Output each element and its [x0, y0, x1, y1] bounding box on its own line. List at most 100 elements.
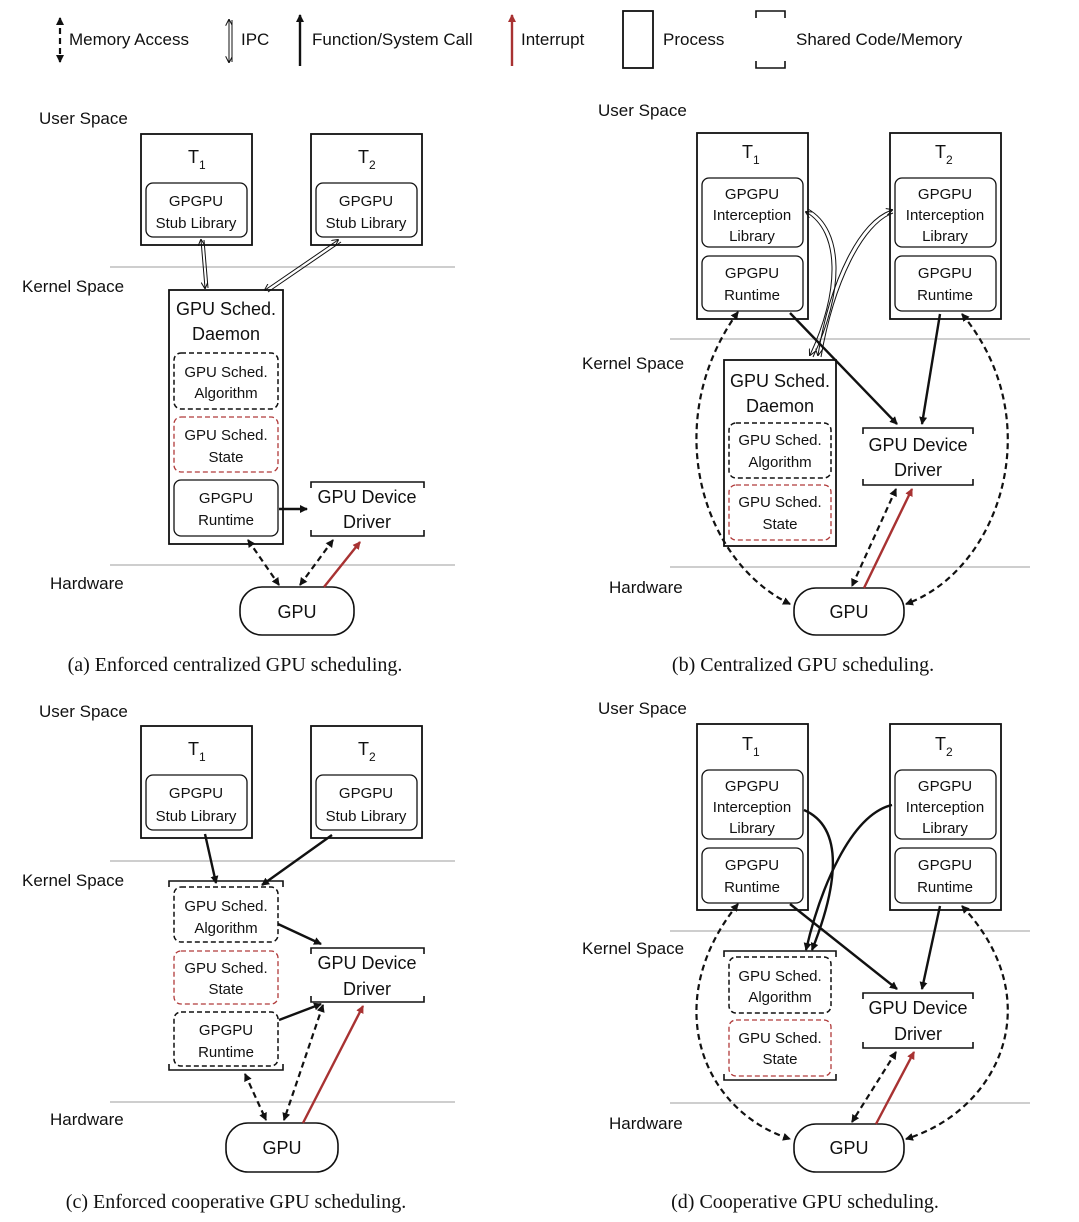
- caption-b: (b) Centralized GPU scheduling.: [672, 654, 934, 676]
- kernel-space-label: Kernel Space: [582, 939, 684, 958]
- driver-gpu-memory-access: [850, 488, 898, 587]
- process-t2: T 2 GPGPU Stub Library: [310, 133, 423, 246]
- sched-algorithm-title: GPU Sched.: [184, 898, 267, 915]
- gpgpu-label: GPGPU: [725, 857, 779, 874]
- ipc-t1-daemon: [201, 240, 209, 288]
- process-t1: T 1 GPGPU Stub Library: [140, 725, 253, 839]
- process-t2: T 2 GPGPU Stub Library: [310, 725, 423, 839]
- user-space-label: User Space: [598, 101, 687, 120]
- ipc-t2-daemon: [265, 240, 342, 293]
- gpu-sched-label: GPU Sched.: [730, 371, 830, 391]
- algorithm-label: Algorithm: [748, 454, 811, 471]
- runtime-label: Runtime: [917, 287, 973, 304]
- t1-runtime-to-driver-call: [789, 312, 898, 425]
- gpgpu-label: GPGPU: [918, 857, 972, 874]
- state-label: State: [208, 449, 243, 466]
- legend-process-box: [622, 10, 654, 69]
- process-name-t1: T: [188, 147, 199, 167]
- sched-state-title: GPU Sched.: [184, 960, 267, 977]
- t1-runtime-gpu-memory-access: [695, 311, 791, 605]
- gpu-device-label: GPU Device: [868, 435, 967, 455]
- caption-a: (a) Enforced centralized GPU scheduling.: [68, 654, 403, 676]
- runtime-label: Runtime: [724, 879, 780, 896]
- process-name-t2: T: [935, 734, 946, 754]
- runtime-label: Runtime: [917, 879, 973, 896]
- daemon-label: Daemon: [192, 324, 260, 344]
- caption-c: (c) Enforced cooperative GPU scheduling.: [66, 1191, 406, 1213]
- gpgpu-label: GPGPU: [169, 193, 223, 210]
- process-subscript-1: 1: [753, 153, 760, 167]
- user-space-label: User Space: [598, 699, 687, 718]
- gpu-interrupt: [301, 1005, 365, 1124]
- gpu-device-label: GPU Device: [868, 998, 967, 1018]
- gpu-hardware: GPU: [239, 586, 355, 636]
- panel-d: User Space Kernel Space Hardware T 1 GPG…: [582, 699, 1030, 1213]
- algorithm-label: Algorithm: [194, 385, 257, 402]
- process-subscript-2: 2: [369, 158, 376, 172]
- stub-library-label: Stub Library: [156, 215, 237, 232]
- kernel-space-label: Kernel Space: [22, 277, 124, 296]
- process-name-t2: T: [358, 147, 369, 167]
- gpu-interrupt: [862, 488, 914, 589]
- process-subscript-1: 1: [199, 750, 206, 764]
- interception-label: Interception: [713, 799, 791, 816]
- gpgpu-label: GPGPU: [918, 778, 972, 795]
- gpu-sched-daemon: GPU Sched. Daemon GPU Sched. Algorithm G…: [723, 359, 837, 547]
- library-label: Library: [729, 228, 775, 245]
- driver-label: Driver: [343, 512, 391, 532]
- process-name-t2: T: [358, 739, 369, 759]
- stub-library-label: Stub Library: [326, 808, 407, 825]
- gpu-hardware: GPU: [225, 1122, 339, 1173]
- t2-stub-to-algorithm-call: [261, 834, 333, 886]
- gpu-device-driver: GPU Device Driver: [310, 481, 425, 537]
- process-subscript-1: 1: [199, 158, 206, 172]
- sched-state-box: [173, 950, 279, 1005]
- library-label: Library: [922, 820, 968, 837]
- state-label: State: [762, 516, 797, 533]
- driver-gpu-memory-access: [299, 539, 334, 586]
- sched-algorithm-title: GPU Sched.: [738, 968, 821, 985]
- process-t1: T 1 GPGPU Interception Library GPGPU Run…: [696, 723, 809, 911]
- state-label: State: [762, 1051, 797, 1068]
- driver-gpu-memory-access: [851, 1051, 897, 1123]
- interception-label: Interception: [906, 207, 984, 224]
- state-label: State: [208, 981, 243, 998]
- process-name-t1: T: [188, 739, 199, 759]
- sched-state-title: GPU Sched.: [184, 427, 267, 444]
- t1-stub-to-algorithm-call: [203, 833, 219, 884]
- gpgpu-label: GPGPU: [918, 186, 972, 203]
- t2-runtime-gpu-memory-access: [905, 905, 1009, 1141]
- stub-library-label: Stub Library: [326, 215, 407, 232]
- gpgpu-label: GPGPU: [169, 785, 223, 802]
- interception-label: Interception: [713, 207, 791, 224]
- sched-algorithm-box: [173, 886, 279, 943]
- gpgpu-label: GPGPU: [339, 785, 393, 802]
- gpu-label: GPU: [829, 1138, 868, 1158]
- shared-kernel-module: GPU Sched. Algorithm GPU Sched. State: [723, 950, 837, 1081]
- gpu-label: GPU: [277, 602, 316, 622]
- gpu-hardware: GPU: [793, 1123, 905, 1173]
- process-subscript-2: 2: [369, 750, 376, 764]
- process-name-t2: T: [935, 142, 946, 162]
- t1-runtime-to-driver-call: [789, 903, 898, 990]
- panel-c: User Space Kernel Space Hardware T 1 GPG…: [22, 702, 455, 1213]
- legend-ipc-arrow: [229, 20, 233, 62]
- runtime-box: [173, 479, 279, 537]
- legend-ipc-label: IPC: [241, 30, 269, 49]
- sched-algorithm-box: [173, 352, 279, 410]
- runtime-label: Runtime: [198, 1044, 254, 1061]
- sched-algorithm-title: GPU Sched.: [184, 364, 267, 381]
- hardware-label: Hardware: [609, 578, 683, 597]
- user-space-label: User Space: [39, 702, 128, 721]
- gpu-label: GPU: [829, 602, 868, 622]
- legend-shared-bracket: [755, 10, 786, 69]
- algorithm-label: Algorithm: [748, 989, 811, 1006]
- interception-label: Interception: [906, 799, 984, 816]
- panel-a: User Space Kernel Space Hardware T 1 GPG…: [22, 109, 455, 676]
- sched-state-box: [173, 416, 279, 473]
- legend-function-call-label: Function/System Call: [312, 30, 473, 49]
- driver-label: Driver: [894, 1024, 942, 1044]
- process-subscript-1: 1: [753, 745, 760, 759]
- t2-interception-to-algorithm-call: [803, 803, 893, 951]
- algorithm-label: Algorithm: [194, 920, 257, 937]
